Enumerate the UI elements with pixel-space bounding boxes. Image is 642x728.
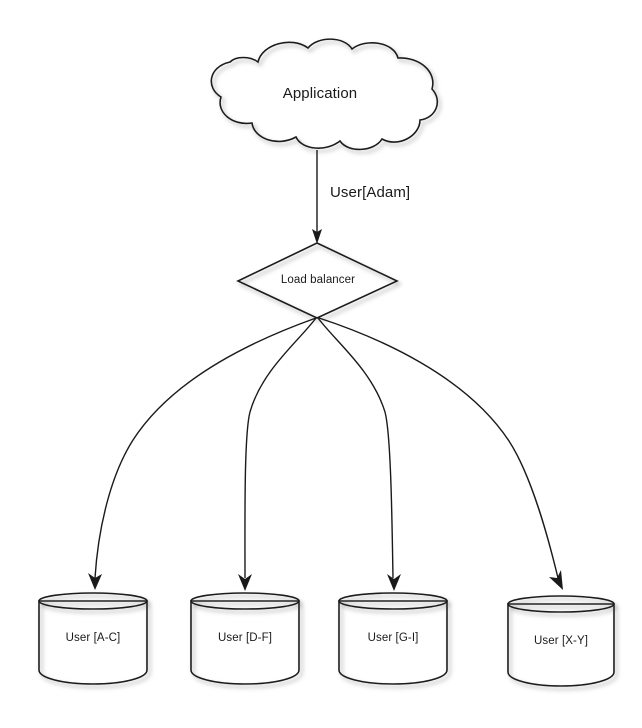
node-cylinder-db-2[interactable] xyxy=(190,592,300,685)
node-diamond-load-balancer[interactable] xyxy=(236,242,399,319)
edge-app-to-balancer xyxy=(312,150,322,244)
edge-balancer-to-db-3 xyxy=(317,317,401,591)
node-cylinder-db-4[interactable] xyxy=(507,595,615,687)
node-cloud-application[interactable] xyxy=(210,38,439,151)
edge-balancer-to-db-2 xyxy=(238,317,317,591)
node-cylinder-db-1[interactable] xyxy=(38,592,148,685)
node-cylinder-db-3[interactable] xyxy=(338,592,448,685)
edge-balancer-to-db-4 xyxy=(318,317,563,590)
edge-balancer-to-db-1 xyxy=(88,317,317,590)
